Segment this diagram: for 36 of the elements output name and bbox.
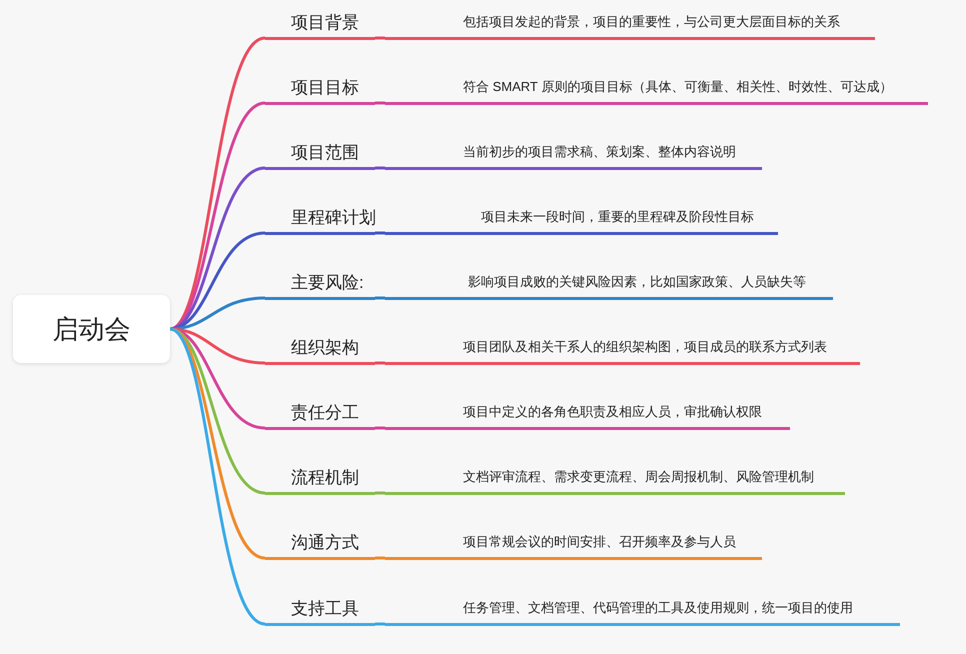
branch-detail: 当前初步的项目需求稿、策划案、整体内容说明	[385, 138, 762, 170]
branch-detail: 文档评审流程、需求变更流程、周会周报机制、风险管理机制	[385, 463, 845, 494]
connector-line	[375, 232, 385, 234]
branch-curve	[169, 102, 266, 330]
branch-detail: 项目中定义的各角色职责及相应人员，审批确认权限	[385, 398, 790, 430]
branch-topic: 沟通方式	[265, 528, 375, 560]
branch-topic: 支持工具	[265, 594, 375, 626]
connector-line	[375, 296, 385, 300]
branch-topic: 项目目标	[265, 73, 375, 104]
branch-curve	[170, 166, 266, 330]
branch-curve	[169, 328, 266, 560]
branch-topic: 项目背景	[265, 8, 375, 40]
connector-line	[375, 622, 385, 626]
connector-line	[375, 362, 385, 364]
branch-curve	[170, 328, 266, 430]
branch-detail: 符合 SMART 原则的项目目标（具体、可衡量、相关性、时效性、可达成）	[385, 73, 928, 104]
branch-curve	[169, 328, 266, 626]
connector-line	[375, 426, 385, 430]
connector-line	[375, 166, 385, 170]
root-topic-box: 启动会	[13, 295, 170, 363]
branch-topic: 里程碑计划	[265, 203, 375, 234]
branch-topic: 主要风险:	[265, 268, 375, 300]
branch-topic: 责任分工	[265, 398, 375, 430]
connector-line	[375, 102, 385, 104]
branch-detail: 任务管理、文档管理、代码管理的工具及使用规则，统一项目的使用	[385, 594, 900, 626]
branch-detail: 影响项目成败的关键风险因素，比如国家政策、人员缺失等	[385, 268, 833, 300]
branch-detail: 包括项目发起的背景，项目的重要性，与公司更大层面目标的关系	[385, 8, 875, 40]
branch-topic: 流程机制	[265, 463, 375, 494]
branch-topic: 组织架构	[265, 333, 375, 364]
branch-topic: 项目范围	[265, 138, 375, 170]
branch-detail: 项目团队及相关干系人的组织架构图，项目成员的联系方式列表	[385, 333, 860, 364]
branch-detail: 项目常规会议的时间安排、召开频率及参与人员	[385, 528, 762, 560]
connector-line	[375, 36, 385, 40]
connector-line	[375, 492, 385, 494]
connector-line	[375, 556, 385, 560]
branch-detail: 项目未来一段时间，重要的里程碑及阶段性目标	[385, 203, 778, 234]
